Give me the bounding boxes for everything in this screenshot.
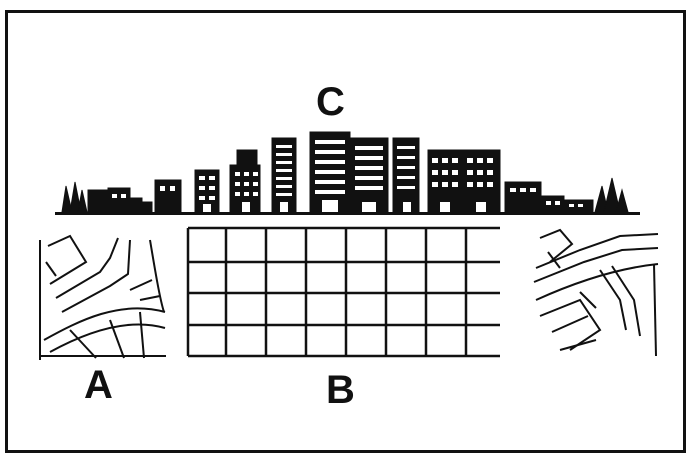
curvilinear-street-pattern-icon bbox=[533, 228, 659, 357]
grid-street-pattern-icon bbox=[186, 226, 500, 358]
tree-icon bbox=[594, 177, 629, 213]
curvilinear-street-pattern-icon bbox=[39, 234, 166, 360]
grid-label: B bbox=[326, 368, 355, 412]
tree-icon bbox=[61, 181, 88, 213]
left-suburb-label: A bbox=[84, 363, 113, 407]
city-skyline-icon bbox=[55, 131, 640, 215]
skyline-label: C bbox=[316, 80, 345, 124]
